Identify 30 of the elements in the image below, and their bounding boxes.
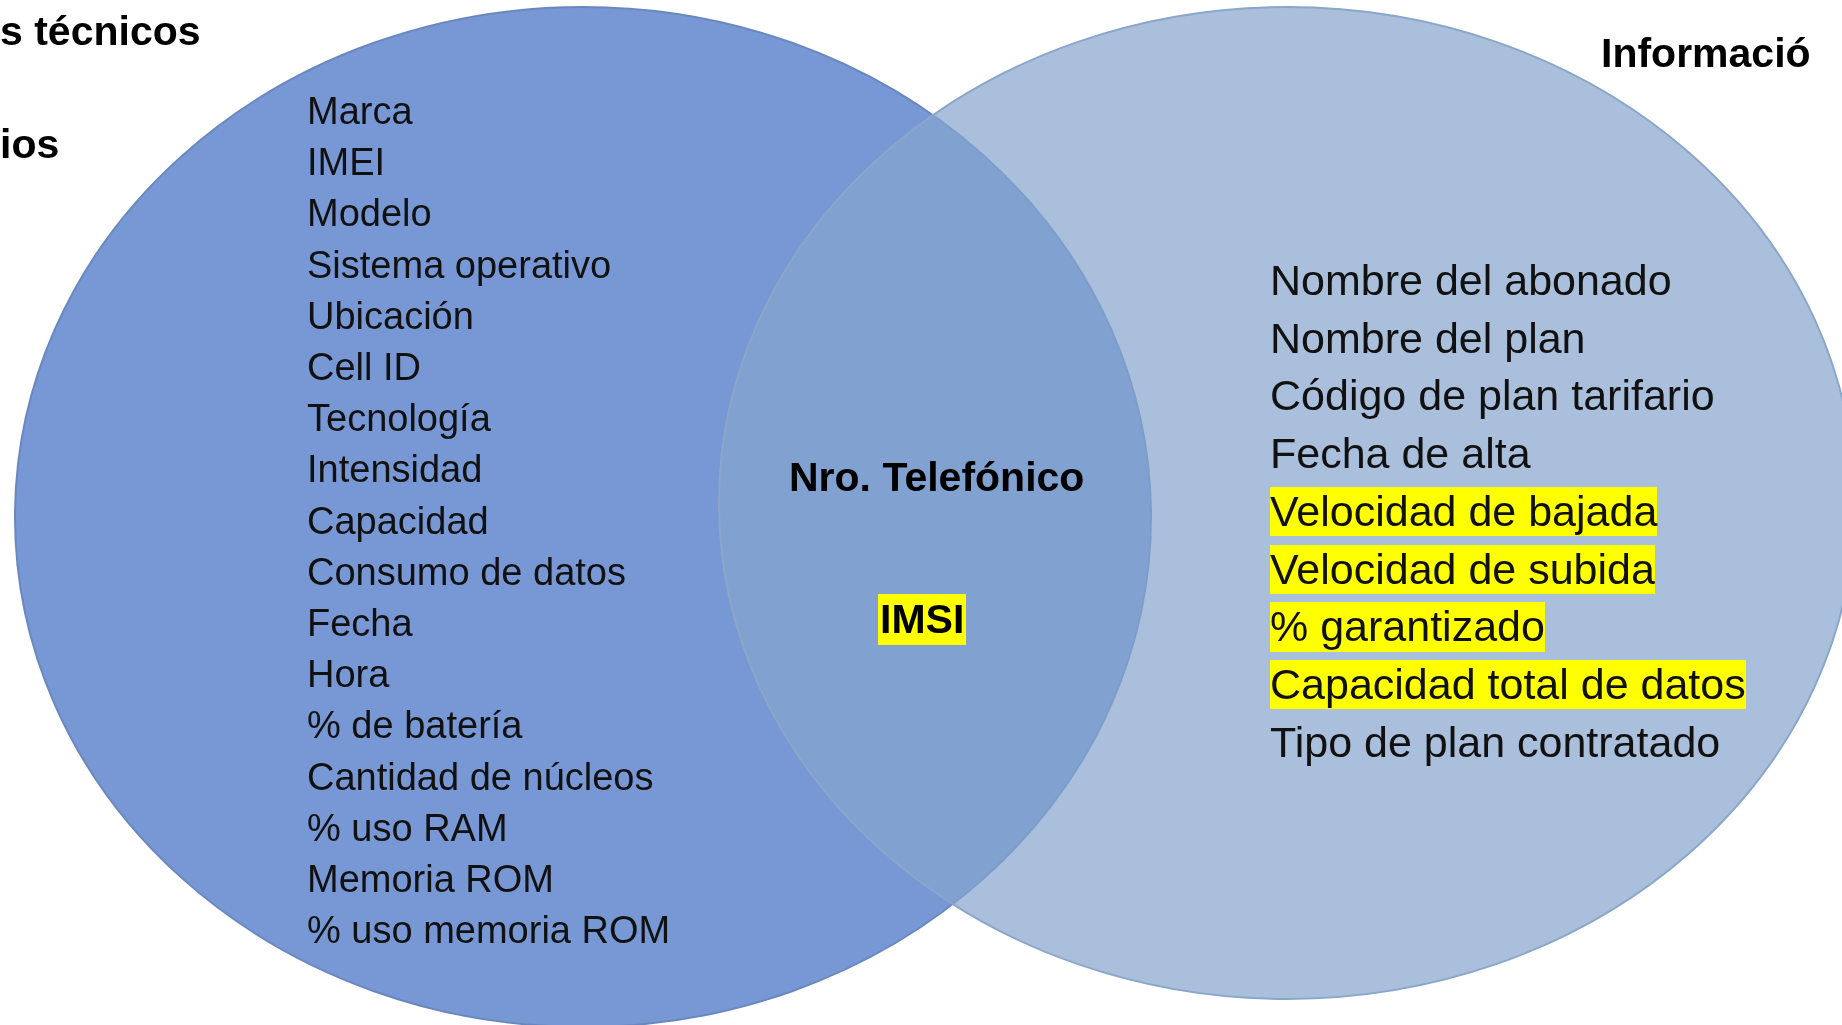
list-item: Fecha: [307, 602, 413, 646]
list-item: Capacidad total de datos: [1270, 659, 1746, 710]
list-item: Fecha de alta: [1270, 429, 1531, 479]
list-item: Consumo de datos: [307, 550, 626, 595]
list-item: Modelo: [307, 192, 432, 237]
list-item: Capacidad: [307, 499, 489, 544]
list-item: Nombre del plan: [1270, 313, 1586, 364]
list-item: Ubicación: [307, 294, 474, 339]
list-item: % garantizado: [1270, 602, 1545, 652]
list-item: Tecnología: [307, 397, 491, 441]
list-item: % uso memoria ROM: [307, 909, 671, 953]
list-item: Marca: [307, 90, 413, 134]
heading-text: ios: [0, 121, 60, 168]
heading-text: Informació: [1601, 30, 1811, 77]
list-item: Cantidad de núcleos: [307, 755, 654, 800]
intersection-label: Nro. Telefónico: [789, 454, 1085, 501]
heading-text: s técnicos: [0, 8, 201, 55]
list-item: % uso RAM: [307, 806, 508, 851]
list-item: Código de plan tarifario: [1270, 371, 1715, 421]
list-item: Hora: [307, 653, 390, 697]
list-item: Intensidad: [307, 448, 483, 493]
intersection-label: IMSI: [878, 594, 967, 645]
list-item: Tipo de plan contratado: [1270, 717, 1721, 768]
list-item: Memoria ROM: [307, 858, 555, 902]
list-item: Velocidad de subida: [1270, 544, 1655, 594]
list-item: IMEI: [307, 141, 386, 185]
list-item: Sistema operativo: [307, 243, 612, 288]
list-item: Cell ID: [307, 346, 422, 390]
list-item: % de batería: [307, 704, 523, 749]
list-item: Nombre del abonado: [1270, 256, 1672, 306]
